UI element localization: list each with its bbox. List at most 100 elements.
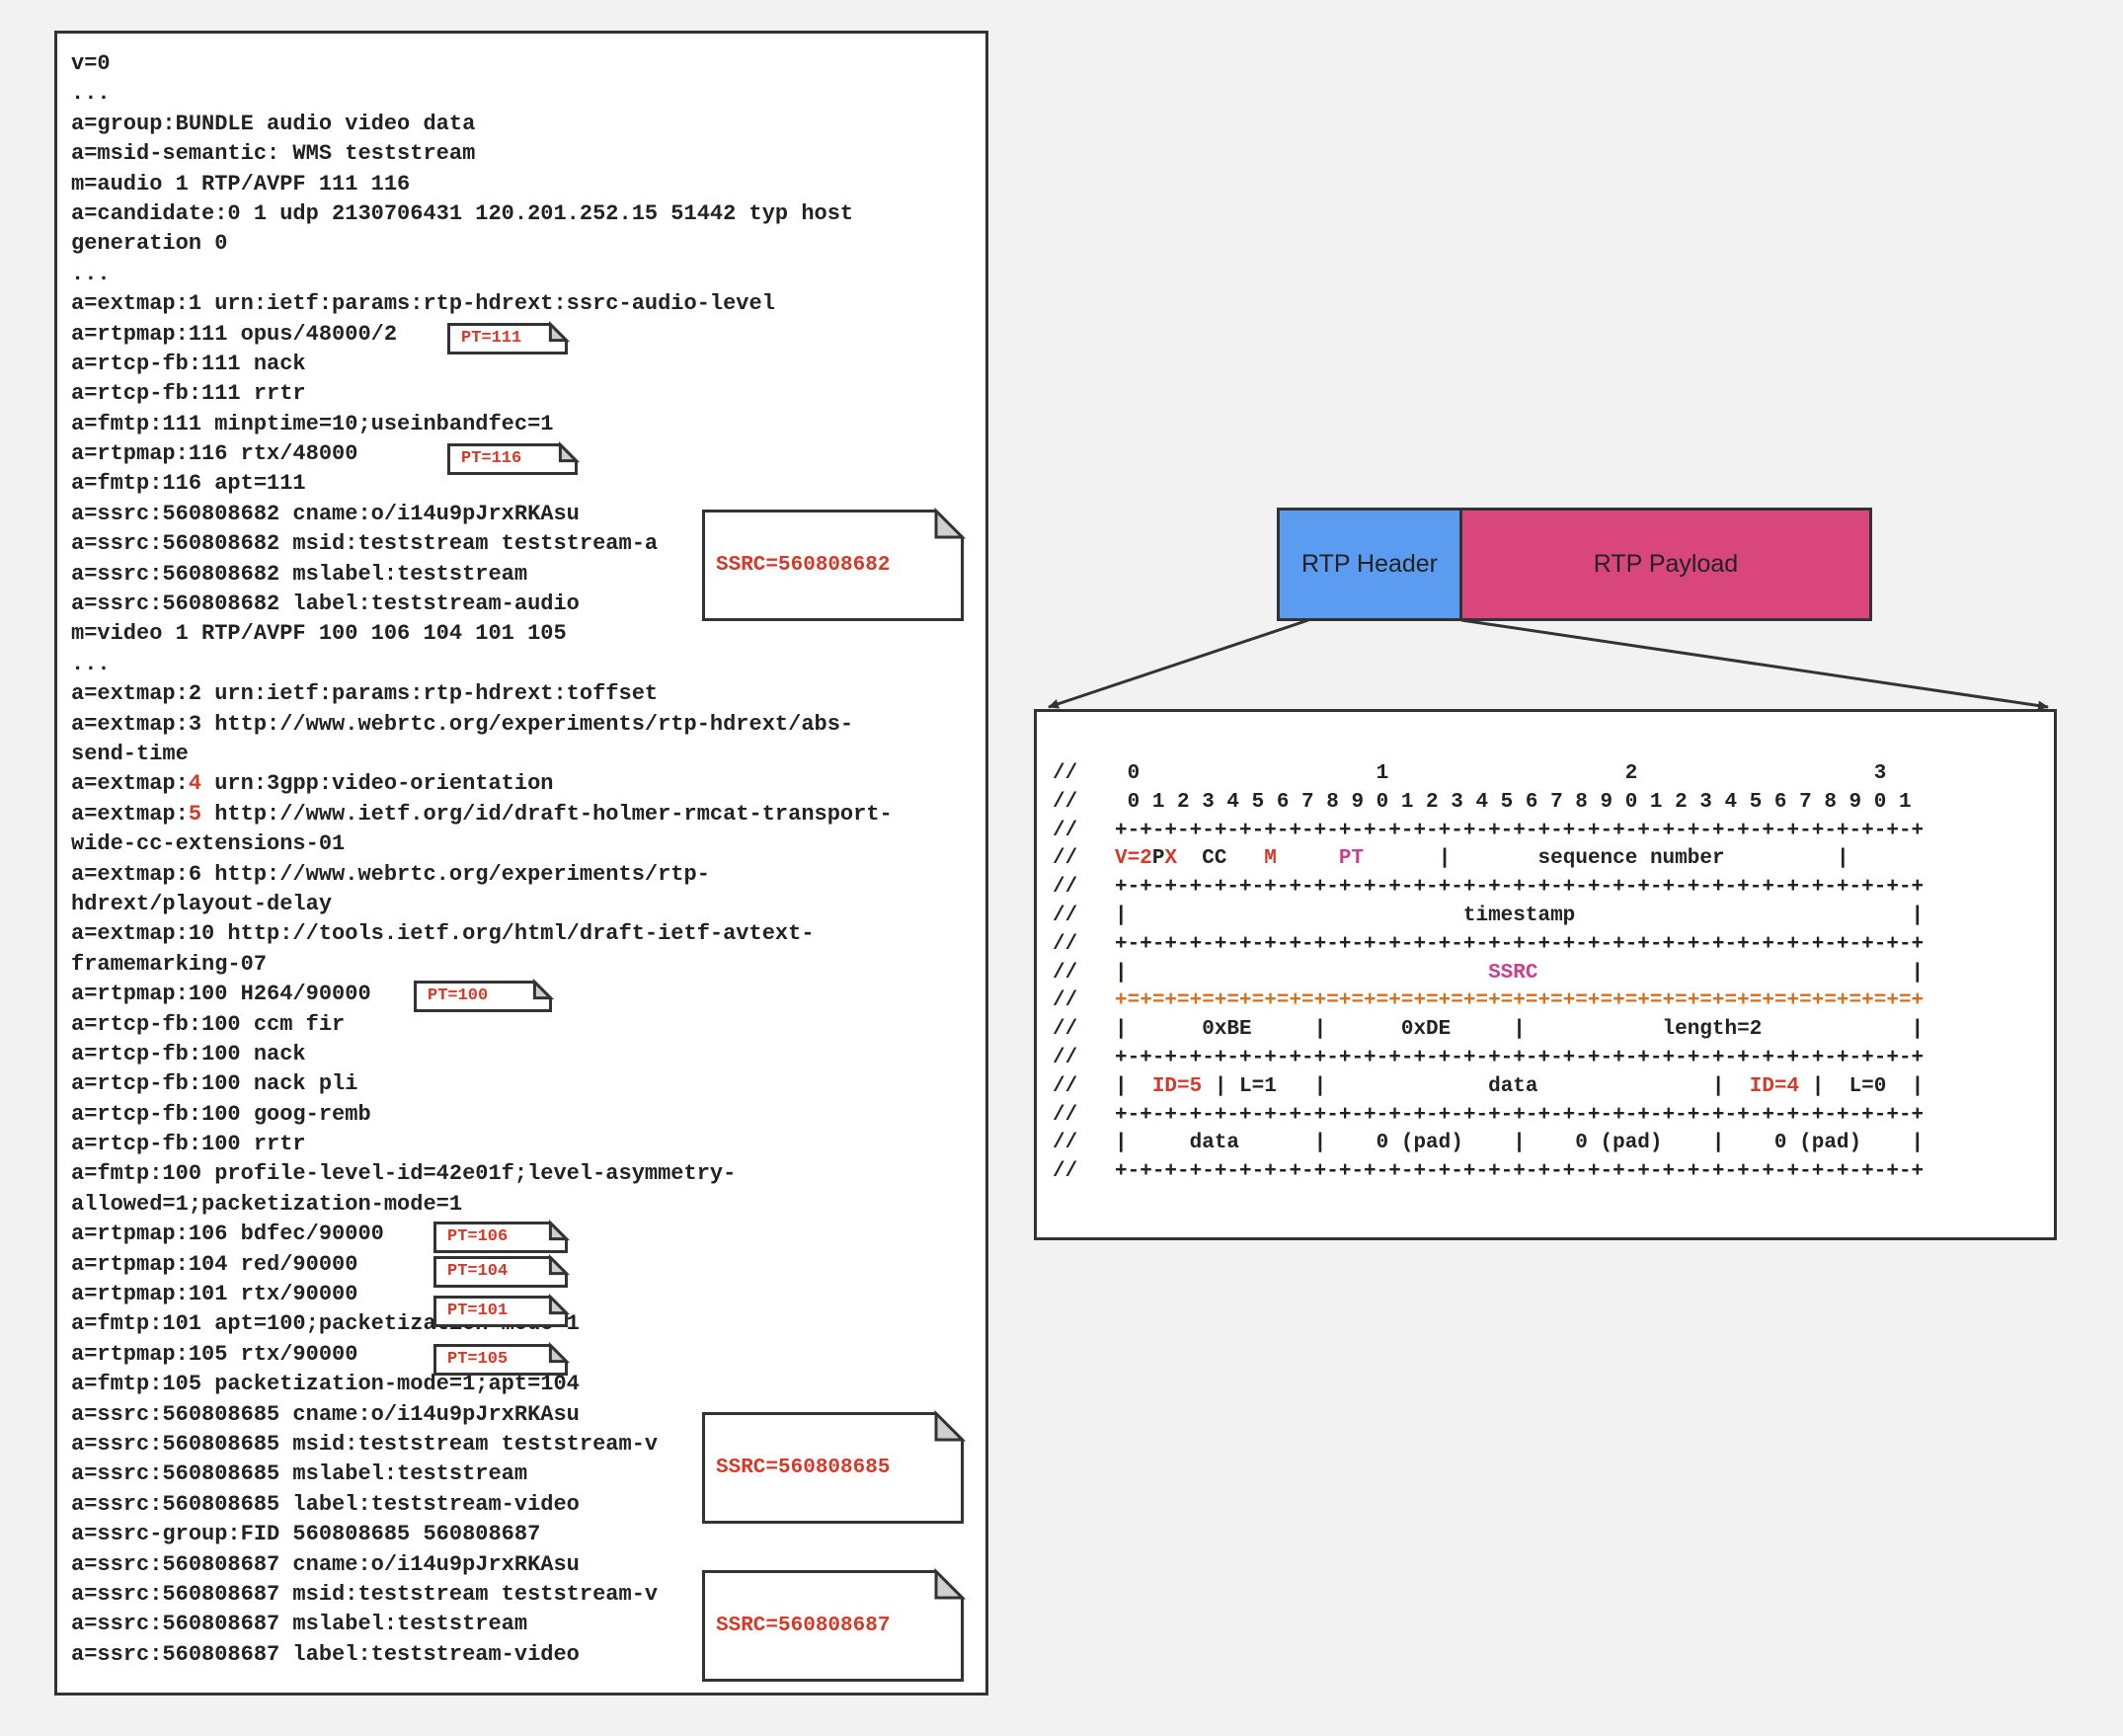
ssrc-note: SSRC=560808682 <box>702 507 967 621</box>
highlight-text: SSRC <box>1488 961 1538 985</box>
note-outline <box>447 440 581 475</box>
sdp-line: allowed=1;packetization-mode=1 <box>71 1191 463 1217</box>
sdp-line: wide-cc-extensions-01 <box>71 831 346 857</box>
sdp-line: a=extmap:4 urn:3gpp:video-orientation <box>71 771 554 797</box>
rtp-header-block: RTP Header <box>1277 508 1462 621</box>
note-label: SSRC=560808687 <box>716 1615 891 1637</box>
sdp-line: a=ssrc:560808685 mslabel:teststream <box>71 1461 528 1487</box>
sdp-line: a=rtcp-fb:100 nack pli <box>71 1071 358 1097</box>
pt-note: PT=105 <box>433 1341 571 1376</box>
sdp-line: a=rtcp-fb:100 goog-remb <box>71 1101 371 1127</box>
rtp-header-line: // +-+-+-+-+-+-+-+-+-+-+-+-+-+-+-+-+-+-+… <box>1053 1160 1925 1184</box>
rtp-header-line: // +-+-+-+-+-+-+-+-+-+-+-+-+-+-+-+-+-+-+… <box>1053 932 1925 956</box>
rtp-header-line: // +-+-+-+-+-+-+-+-+-+-+-+-+-+-+-+-+-+-+… <box>1053 1103 1925 1127</box>
pt-note: PT=111 <box>447 320 571 355</box>
note-label: PT=106 <box>447 1227 509 1246</box>
sdp-line: a=rtcp-fb:111 nack <box>71 351 306 376</box>
pt-note: PT=116 <box>447 440 581 475</box>
sdp-line: v=0 <box>71 51 111 76</box>
note-outline <box>447 320 571 355</box>
rtp-header-line: // 0 1 2 3 <box>1053 762 1887 785</box>
rtp-header-layout-panel <box>1034 709 2057 1240</box>
note-label: PT=105 <box>447 1350 509 1369</box>
sdp-line: a=ssrc:560808687 mslabel:teststream <box>71 1612 528 1637</box>
sdp-line: a=candidate:0 1 udp 2130706431 120.201.2… <box>71 200 854 226</box>
note-outline <box>702 1409 967 1524</box>
pt-note: PT=104 <box>433 1253 571 1288</box>
sdp-line: a=rtpmap:116 rtx/48000 <box>71 441 358 467</box>
sdp-line: a=ssrc:560808687 label:teststream-video <box>71 1641 580 1667</box>
sdp-line: a=rtcp-fb:100 nack <box>71 1041 306 1066</box>
sdp-line: a=extmap:2 urn:ietf:params:rtp-hdrext:to… <box>71 681 659 707</box>
rtp-header-line: // | SSRC | <box>1053 961 1925 985</box>
sdp-line: a=group:BUNDLE audio video data <box>71 111 476 136</box>
sdp-line: a=ssrc:560808685 msid:teststream teststr… <box>71 1431 659 1457</box>
extension-separator: +=+=+=+=+=+=+=+=+=+=+=+=+=+=+=+=+=+=+=+=… <box>1115 989 1925 1013</box>
sdp-line: a=ssrc:560808687 msid:teststream teststr… <box>71 1581 659 1607</box>
sdp-text: v=0... a=group:BUNDLE audio video data a=m… <box>71 49 893 1670</box>
note-label: PT=101 <box>447 1302 509 1320</box>
sdp-line: a=rtcp-fb:100 ccm fir <box>71 1011 346 1037</box>
note-outline <box>433 1253 571 1288</box>
ssrc-note: SSRC=560808685 <box>702 1409 967 1524</box>
sdp-line: a=extmap:6 http://www.webrtc.org/experim… <box>71 861 710 887</box>
note-label: PT=111 <box>461 329 522 348</box>
note-outline <box>702 1567 967 1682</box>
rtp-header-line: // V=2PX CC M PT | sequence number | <box>1053 847 1849 871</box>
note-outline <box>702 507 967 621</box>
rtp-header-line: // | 0xBE | 0xDE | length=2 | <box>1053 1018 1925 1042</box>
highlight-text: ID=4 <box>1749 1074 1800 1098</box>
sdp-line: a=ssrc:560808685 label:teststream-video <box>71 1491 580 1517</box>
sdp-line: a=extmap:10 http://tools.ietf.org/html/d… <box>71 921 815 947</box>
highlight-text: X <box>1164 847 1178 871</box>
sdp-line: a=extmap:1 urn:ietf:params:rtp-hdrext:ss… <box>71 291 775 317</box>
rtp-header-line: // 0 1 2 3 4 5 6 7 8 9 0 1 2 3 4 5 6 7 8… <box>1053 790 1912 814</box>
note-label: PT=100 <box>428 986 489 1005</box>
note-outline <box>433 1293 571 1327</box>
sdp-line: a=rtcp-fb:111 rrtr <box>71 381 306 407</box>
highlight-text: PT <box>1338 847 1365 871</box>
highlight-text: V=2 <box>1115 847 1152 871</box>
sdp-line: a=rtpmap:111 opus/48000/2 <box>71 321 398 347</box>
rtp-header-line: // | ID=5 | L=1 | data | ID=4 | L=0 | <box>1053 1074 1925 1098</box>
sdp-line: hdrext/playout-delay <box>71 891 333 916</box>
note-outline <box>433 1219 571 1253</box>
ssrc-note: SSRC=560808687 <box>702 1567 967 1682</box>
sdp-line: a=rtpmap:105 rtx/90000 <box>71 1341 358 1367</box>
sdp-line: a=ssrc:560808682 msid:teststream teststr… <box>71 531 659 557</box>
rtp-header-line: // +-+-+-+-+-+-+-+-+-+-+-+-+-+-+-+-+-+-+… <box>1053 876 1925 900</box>
rtp-header-line: // +=+=+=+=+=+=+=+=+=+=+=+=+=+=+=+=+=+=+… <box>1053 989 1925 1013</box>
note-label: SSRC=560808682 <box>716 554 891 577</box>
note-label: PT=104 <box>447 1262 509 1281</box>
rtp-header-line: // | timestamp | <box>1053 904 1925 927</box>
pt-note: PT=100 <box>414 978 555 1012</box>
sdp-line: m=video 1 RTP/AVPF 100 106 104 101 105 <box>71 621 567 647</box>
sdp-line: m=audio 1 RTP/AVPF 111 116 <box>71 171 411 197</box>
highlight-text: ID=5 <box>1151 1074 1203 1098</box>
sdp-line: a=ssrc:560808682 cname:o/i14u9pJrxRKAsu <box>71 501 580 526</box>
sdp-line: a=rtpmap:104 red/90000 <box>71 1251 358 1277</box>
header-arrow-right <box>1460 618 2049 711</box>
sdp-line: ... <box>71 81 111 107</box>
sdp-line: a=rtpmap:100 H264/90000 <box>71 982 371 1007</box>
sdp-line: a=ssrc:560808687 cname:o/i14u9pJrxRKAsu <box>71 1551 580 1577</box>
sdp-line: generation 0 <box>71 231 228 257</box>
rtp-header-line: // +-+-+-+-+-+-+-+-+-+-+-+-+-+-+-+-+-+-+… <box>1053 1046 1925 1069</box>
sdp-line: a=ssrc:560808685 cname:o/i14u9pJrxRKAsu <box>71 1401 580 1427</box>
sdp-line: a=extmap:5 http://www.ietf.org/id/draft-… <box>71 801 893 827</box>
sdp-line: a=rtpmap:106 bdfec/90000 <box>71 1222 384 1247</box>
note-outline <box>414 978 555 1012</box>
sdp-line: a=ssrc-group:FID 560808685 560808687 <box>71 1522 541 1547</box>
sdp-line: a=fmtp:100 profile-level-id=42e01f;level… <box>71 1161 737 1187</box>
sdp-line: a=fmtp:105 packetization-mode=1;apt=104 <box>71 1372 580 1397</box>
sdp-line: a=fmtp:111 minptime=10;useinbandfec=1 <box>71 411 554 436</box>
sdp-line: ... <box>71 261 111 286</box>
rtp-header-line: // | data | 0 (pad) | 0 (pad) | 0 (pad) … <box>1053 1132 1925 1155</box>
note-label: PT=116 <box>461 449 522 468</box>
highlight-text: M <box>1264 847 1277 871</box>
pt-note: PT=106 <box>433 1219 571 1253</box>
pt-note: PT=101 <box>433 1293 571 1327</box>
sdp-line: a=msid-semantic: WMS teststream <box>71 141 476 167</box>
rtp-header-line: // +-+-+-+-+-+-+-+-+-+-+-+-+-+-+-+-+-+-+… <box>1053 819 1925 842</box>
